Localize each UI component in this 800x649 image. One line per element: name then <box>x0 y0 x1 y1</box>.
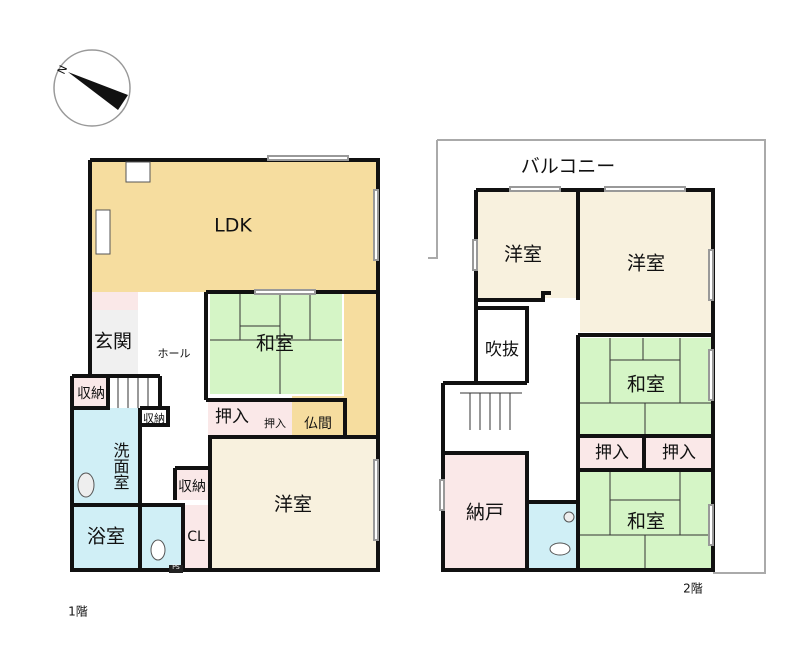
label-shuno-1: 収納 <box>77 386 105 402</box>
label-oshiire-1: 押入 <box>215 407 249 427</box>
label-nando: 納戸 <box>466 502 504 524</box>
label-yokushitsu: 浴室 <box>87 526 125 548</box>
label-oshiire-1: 押入 <box>595 443 629 463</box>
label-balcony: バルコニー <box>521 156 616 178</box>
label-youshitsu-2: 洋室 <box>627 253 665 275</box>
label-senmen: 洗面室 <box>111 442 130 490</box>
label-cl: CL <box>187 529 205 545</box>
label-butsuma: 仏間 <box>304 416 332 432</box>
compass: N <box>53 49 131 127</box>
label-shuno-3: 収納 <box>178 479 206 495</box>
label-washitsu: 和室 <box>256 333 294 355</box>
label-genkan: 玄関 <box>94 331 132 353</box>
room-youshitsu <box>210 439 378 570</box>
floor-1-label: 1階 <box>68 604 88 619</box>
label-oshiire-2: 押入 <box>662 443 696 463</box>
label-shuno-2: 収納 <box>143 412 165 425</box>
floor-2: バルコニー 洋室 洋室 吹抜 和室 押入 押入 和室 納戸 2階 <box>428 139 766 596</box>
label-ps: PS <box>172 564 180 571</box>
label-hall: ホール <box>158 347 191 360</box>
label-washitsu-1: 和室 <box>627 374 665 396</box>
label-youshitsu: 洋室 <box>274 494 312 516</box>
label-fukinuke: 吹抜 <box>485 340 519 360</box>
label-youshitsu-1: 洋室 <box>504 244 542 266</box>
label-washitsu-2: 和室 <box>627 511 665 533</box>
balcony <box>428 139 766 574</box>
room-washitsu <box>210 294 342 394</box>
svg-text:洗面室: 洗面室 <box>111 442 130 490</box>
label-ldk: LDK <box>214 215 252 237</box>
label-oshiire-2: 押入 <box>264 416 286 430</box>
north-arrow-icon <box>68 72 128 110</box>
floor-1: LDK 玄関 ホール 和室 収納 収納 収納 洗面室 浴室 CL 洋室 押入 押… <box>68 155 380 619</box>
floor-2-label: 2階 <box>683 581 703 596</box>
